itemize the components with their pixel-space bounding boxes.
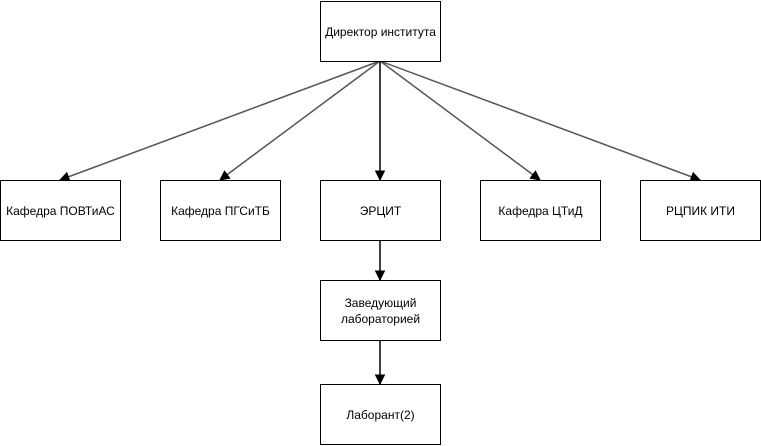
edge-director-to-dept-ctid xyxy=(379,60,541,181)
node-lab-assistant: Лаборант(2) xyxy=(320,384,441,445)
node-lab-head: Заведующий лабораторией xyxy=(320,280,441,341)
node-lab-assistant-label: Лаборант(2) xyxy=(346,407,415,422)
node-dept-ctid-label: Кафедра ЦТиД xyxy=(498,203,583,218)
node-ertsit-label: ЭРЦИТ xyxy=(359,203,402,218)
node-lab-head-label: Заведующий лабораторией xyxy=(340,295,421,326)
node-rtspik-iti-label: РЦПИК ИТИ xyxy=(665,203,736,218)
node-ertsit: ЭРЦИТ xyxy=(320,180,441,241)
node-dept-ctid: Кафедра ЦТиД xyxy=(480,180,601,241)
node-dept-povtias-label: Кафедра ПОВТиАС xyxy=(6,203,115,218)
edge-director-to-dept-povtias xyxy=(59,60,381,182)
node-rtspik-iti: РЦПИК ИТИ xyxy=(640,180,761,241)
node-dept-pgsitb-label: Кафедра ПГСиТБ xyxy=(171,203,270,218)
node-dept-pgsitb: Кафедра ПГСиТБ xyxy=(160,180,281,241)
node-dept-povtias: Кафедра ПОВТиАС xyxy=(0,180,121,241)
node-director-label: Директор института xyxy=(325,24,436,39)
edge-director-to-rtspik-iti xyxy=(379,60,701,182)
edge-director-to-dept-pgsitb xyxy=(219,60,381,181)
node-director: Директор института xyxy=(320,1,441,62)
